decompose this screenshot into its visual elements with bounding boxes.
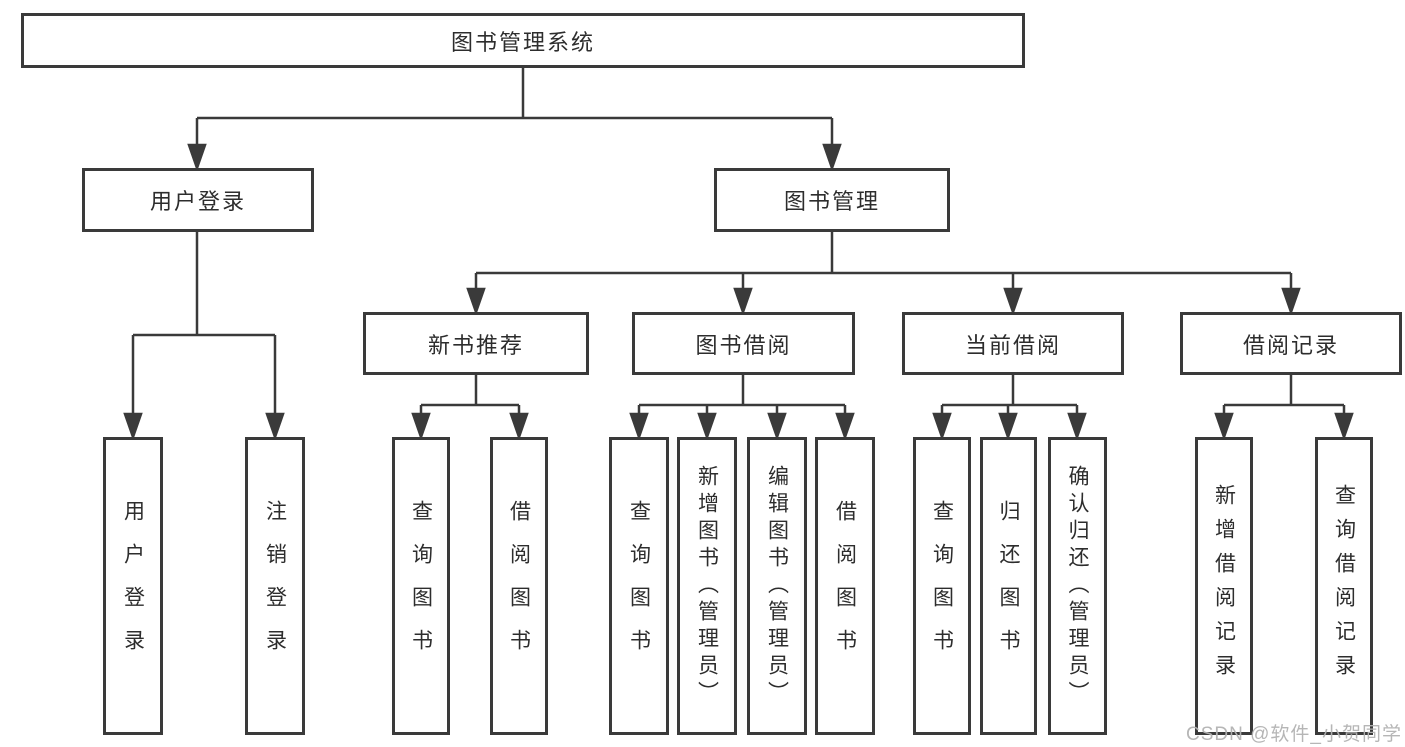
node-label: 用户登录 bbox=[149, 189, 246, 214]
node-user-login-leaf: 用户登录 bbox=[103, 437, 163, 735]
node-confirm-return-admin: 确认归还（管理员） bbox=[1048, 437, 1107, 735]
node-label: 确认归还（管理员） bbox=[1066, 464, 1089, 708]
node-label: 注销登录 bbox=[263, 500, 287, 672]
node-book-management: 图书管理 bbox=[714, 168, 950, 232]
node-borrow-books: 借阅图书 bbox=[815, 437, 875, 735]
node-return-books: 归还图书 bbox=[980, 437, 1037, 735]
node-query-books: 查询图书 bbox=[392, 437, 450, 735]
node-new-book-recommend: 新书推荐 bbox=[363, 312, 589, 375]
node-label: 用户登录 bbox=[121, 500, 145, 672]
node-label: 新书推荐 bbox=[427, 332, 524, 358]
node-label: 新增图书（管理员） bbox=[695, 464, 719, 708]
node-borrow-records: 借阅记录 bbox=[1180, 312, 1402, 375]
node-current-borrow: 当前借阅 bbox=[902, 312, 1124, 375]
node-label: 查询图书 bbox=[627, 500, 651, 672]
node-book-borrow: 图书借阅 bbox=[632, 312, 855, 375]
node-query-books: 查询图书 bbox=[913, 437, 971, 735]
node-edit-books-admin: 编辑图书（管理员） bbox=[747, 437, 807, 735]
connector-book-borrow-children bbox=[629, 375, 855, 441]
node-label: 查询借阅记录 bbox=[1332, 484, 1356, 688]
node-label: 图书管理系统 bbox=[450, 29, 595, 55]
csdn-watermark: CSDN @软件_小贺同学 bbox=[1186, 724, 1402, 745]
node-library-system: 图书管理系统 bbox=[21, 13, 1025, 68]
node-label: 新增借阅记录 bbox=[1212, 484, 1236, 688]
node-query-borrow-record: 查询借阅记录 bbox=[1315, 437, 1373, 735]
node-label: 借阅图书 bbox=[833, 500, 857, 672]
node-label: 图书管理 bbox=[783, 189, 880, 214]
node-user-login: 用户登录 bbox=[82, 168, 314, 232]
connector-book-mgmt-children bbox=[466, 232, 1301, 316]
node-label: 查询图书 bbox=[930, 500, 954, 672]
connector-current-borrow-children bbox=[932, 375, 1087, 441]
connector-borrow-records-children bbox=[1214, 375, 1354, 441]
node-label: 当前借阅 bbox=[964, 332, 1061, 358]
connector-root-children bbox=[187, 67, 842, 172]
node-logout: 注销登录 bbox=[245, 437, 305, 735]
node-borrow-books: 借阅图书 bbox=[490, 437, 548, 735]
node-label: 借阅记录 bbox=[1242, 332, 1339, 358]
node-add-books-admin: 新增图书（管理员） bbox=[677, 437, 737, 735]
node-label: 图书借阅 bbox=[695, 332, 792, 358]
node-query-books: 查询图书 bbox=[609, 437, 669, 735]
node-label: 查询图书 bbox=[409, 500, 433, 672]
node-label: 借阅图书 bbox=[507, 500, 531, 672]
connector-new-book-children bbox=[411, 375, 529, 441]
connector-user-login-children bbox=[123, 232, 285, 441]
node-add-borrow-record: 新增借阅记录 bbox=[1195, 437, 1253, 735]
node-label: 编辑图书（管理员） bbox=[765, 464, 789, 708]
node-label: 归还图书 bbox=[997, 500, 1020, 672]
